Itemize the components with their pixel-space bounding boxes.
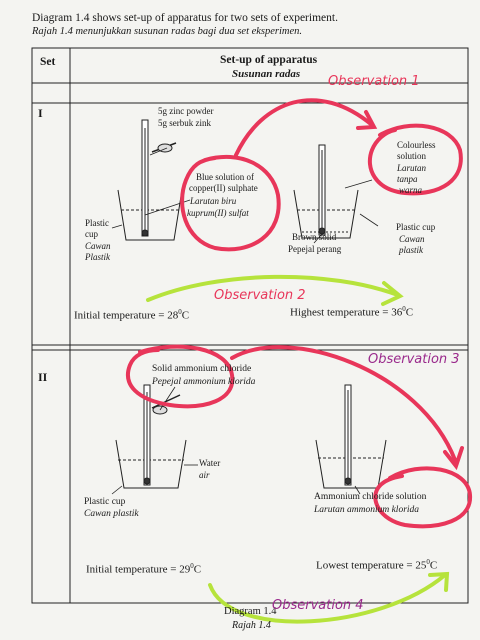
set1-colourless-ms2: tanpa bbox=[397, 174, 418, 184]
set1-cup-right-en: Plastic cup bbox=[396, 222, 436, 232]
circle-ammonium bbox=[126, 344, 235, 409]
set1-blue-ms2: kuprum(II) sulfat bbox=[187, 208, 249, 218]
set1-zinc-en: 5g zinc powder bbox=[158, 106, 214, 116]
arrow-obs4 bbox=[208, 573, 447, 624]
caption-malay: Rajah 1.4 menunjukkan susunan radas bagi… bbox=[32, 26, 303, 37]
set2-beaker-right bbox=[315, 384, 387, 489]
set2-nh4cl-ms: Pepejal ammonium klorida bbox=[152, 377, 256, 387]
set1-cup-right-ms2: plastik bbox=[399, 245, 423, 255]
set1-blue-ms1: Larutan biru bbox=[190, 196, 237, 206]
header-setup: Set-up of apparatus bbox=[220, 54, 318, 66]
set2-lowest-temp: Lowest temperature = 250C bbox=[316, 558, 438, 572]
set1-initial-temp: Initial temperature = 280C bbox=[74, 308, 190, 322]
set1-brown-ms: Pepejal perang bbox=[288, 244, 342, 254]
set1-colourless-ms1: Larutan bbox=[397, 163, 427, 173]
note-observation-4: Observation 4 bbox=[272, 598, 364, 613]
set1-colourless-1: Colourless bbox=[397, 140, 436, 150]
arrow-obs2 bbox=[146, 274, 400, 302]
set2-cup-en: Plastic cup bbox=[84, 497, 126, 507]
set1-beaker-left bbox=[117, 119, 183, 241]
note-observation-3: Observation 3 bbox=[368, 352, 460, 367]
set2-pointer-lines bbox=[111, 386, 361, 495]
set1-label: I bbox=[38, 106, 43, 120]
header-setup-malay: Susunan radas bbox=[232, 68, 301, 80]
set2-initial-temp: Initial temperature = 290C bbox=[86, 562, 202, 576]
arrow-obs1 bbox=[234, 98, 374, 157]
arrow-obs3 bbox=[230, 345, 457, 462]
set2-nh4cl-en: Solid ammonium chloride bbox=[152, 364, 252, 374]
green-annotations bbox=[146, 274, 450, 624]
set2-water-ms: air bbox=[199, 470, 210, 480]
set1-brown-en: Brown solid bbox=[292, 232, 337, 242]
set1-zinc-ms: 5g serbuk zink bbox=[158, 118, 211, 128]
caption-english: Diagram 1.4 shows set-up of apparatus fo… bbox=[32, 12, 338, 24]
footer-diagram: Diagram 1.4 bbox=[224, 606, 277, 617]
set2-label: II bbox=[38, 370, 48, 384]
set1-blue-l2: copper(II) sulphate bbox=[189, 183, 258, 193]
note-observation-1: Observation 1 bbox=[328, 74, 420, 89]
set1-cup-left-en1: Plastic bbox=[85, 218, 109, 228]
set1-colourless-2: solution bbox=[397, 151, 427, 161]
set1-pointer-lines bbox=[111, 147, 379, 244]
footer-rajah: Rajah 1.4 bbox=[232, 620, 271, 631]
table-frame bbox=[31, 47, 469, 604]
set2-solution-ms: Larutan ammonium klorida bbox=[314, 505, 420, 515]
set1-cup-right-ms1: Cawan bbox=[399, 234, 425, 244]
set2-beaker-left bbox=[115, 384, 187, 489]
set1-cup-left-en2: cup bbox=[85, 229, 98, 239]
set1-spatula bbox=[151, 142, 177, 153]
set2-solution-en: Ammonium chloride solution bbox=[314, 492, 427, 502]
set1-cup-left-ms2: Plastik bbox=[85, 252, 110, 262]
circle-blue-solution bbox=[180, 154, 281, 252]
set2-water-en: Water bbox=[199, 458, 221, 468]
set1-blue-l1: Blue solution of bbox=[196, 172, 254, 182]
set2-cup-ms: Cawan plastik bbox=[84, 509, 139, 519]
set1-highest-temp: Highest temperature = 360C bbox=[290, 305, 414, 319]
header-set: Set bbox=[40, 56, 56, 68]
circle-colourless bbox=[367, 123, 463, 196]
circle-solution bbox=[373, 466, 473, 529]
red-annotations bbox=[126, 98, 473, 529]
set1-colourless-ms3: warna bbox=[399, 185, 423, 195]
set1-cup-left-ms1: Cawan bbox=[85, 241, 111, 251]
set1-beaker-right bbox=[293, 144, 359, 239]
note-observation-2: Observation 2 bbox=[214, 288, 306, 303]
